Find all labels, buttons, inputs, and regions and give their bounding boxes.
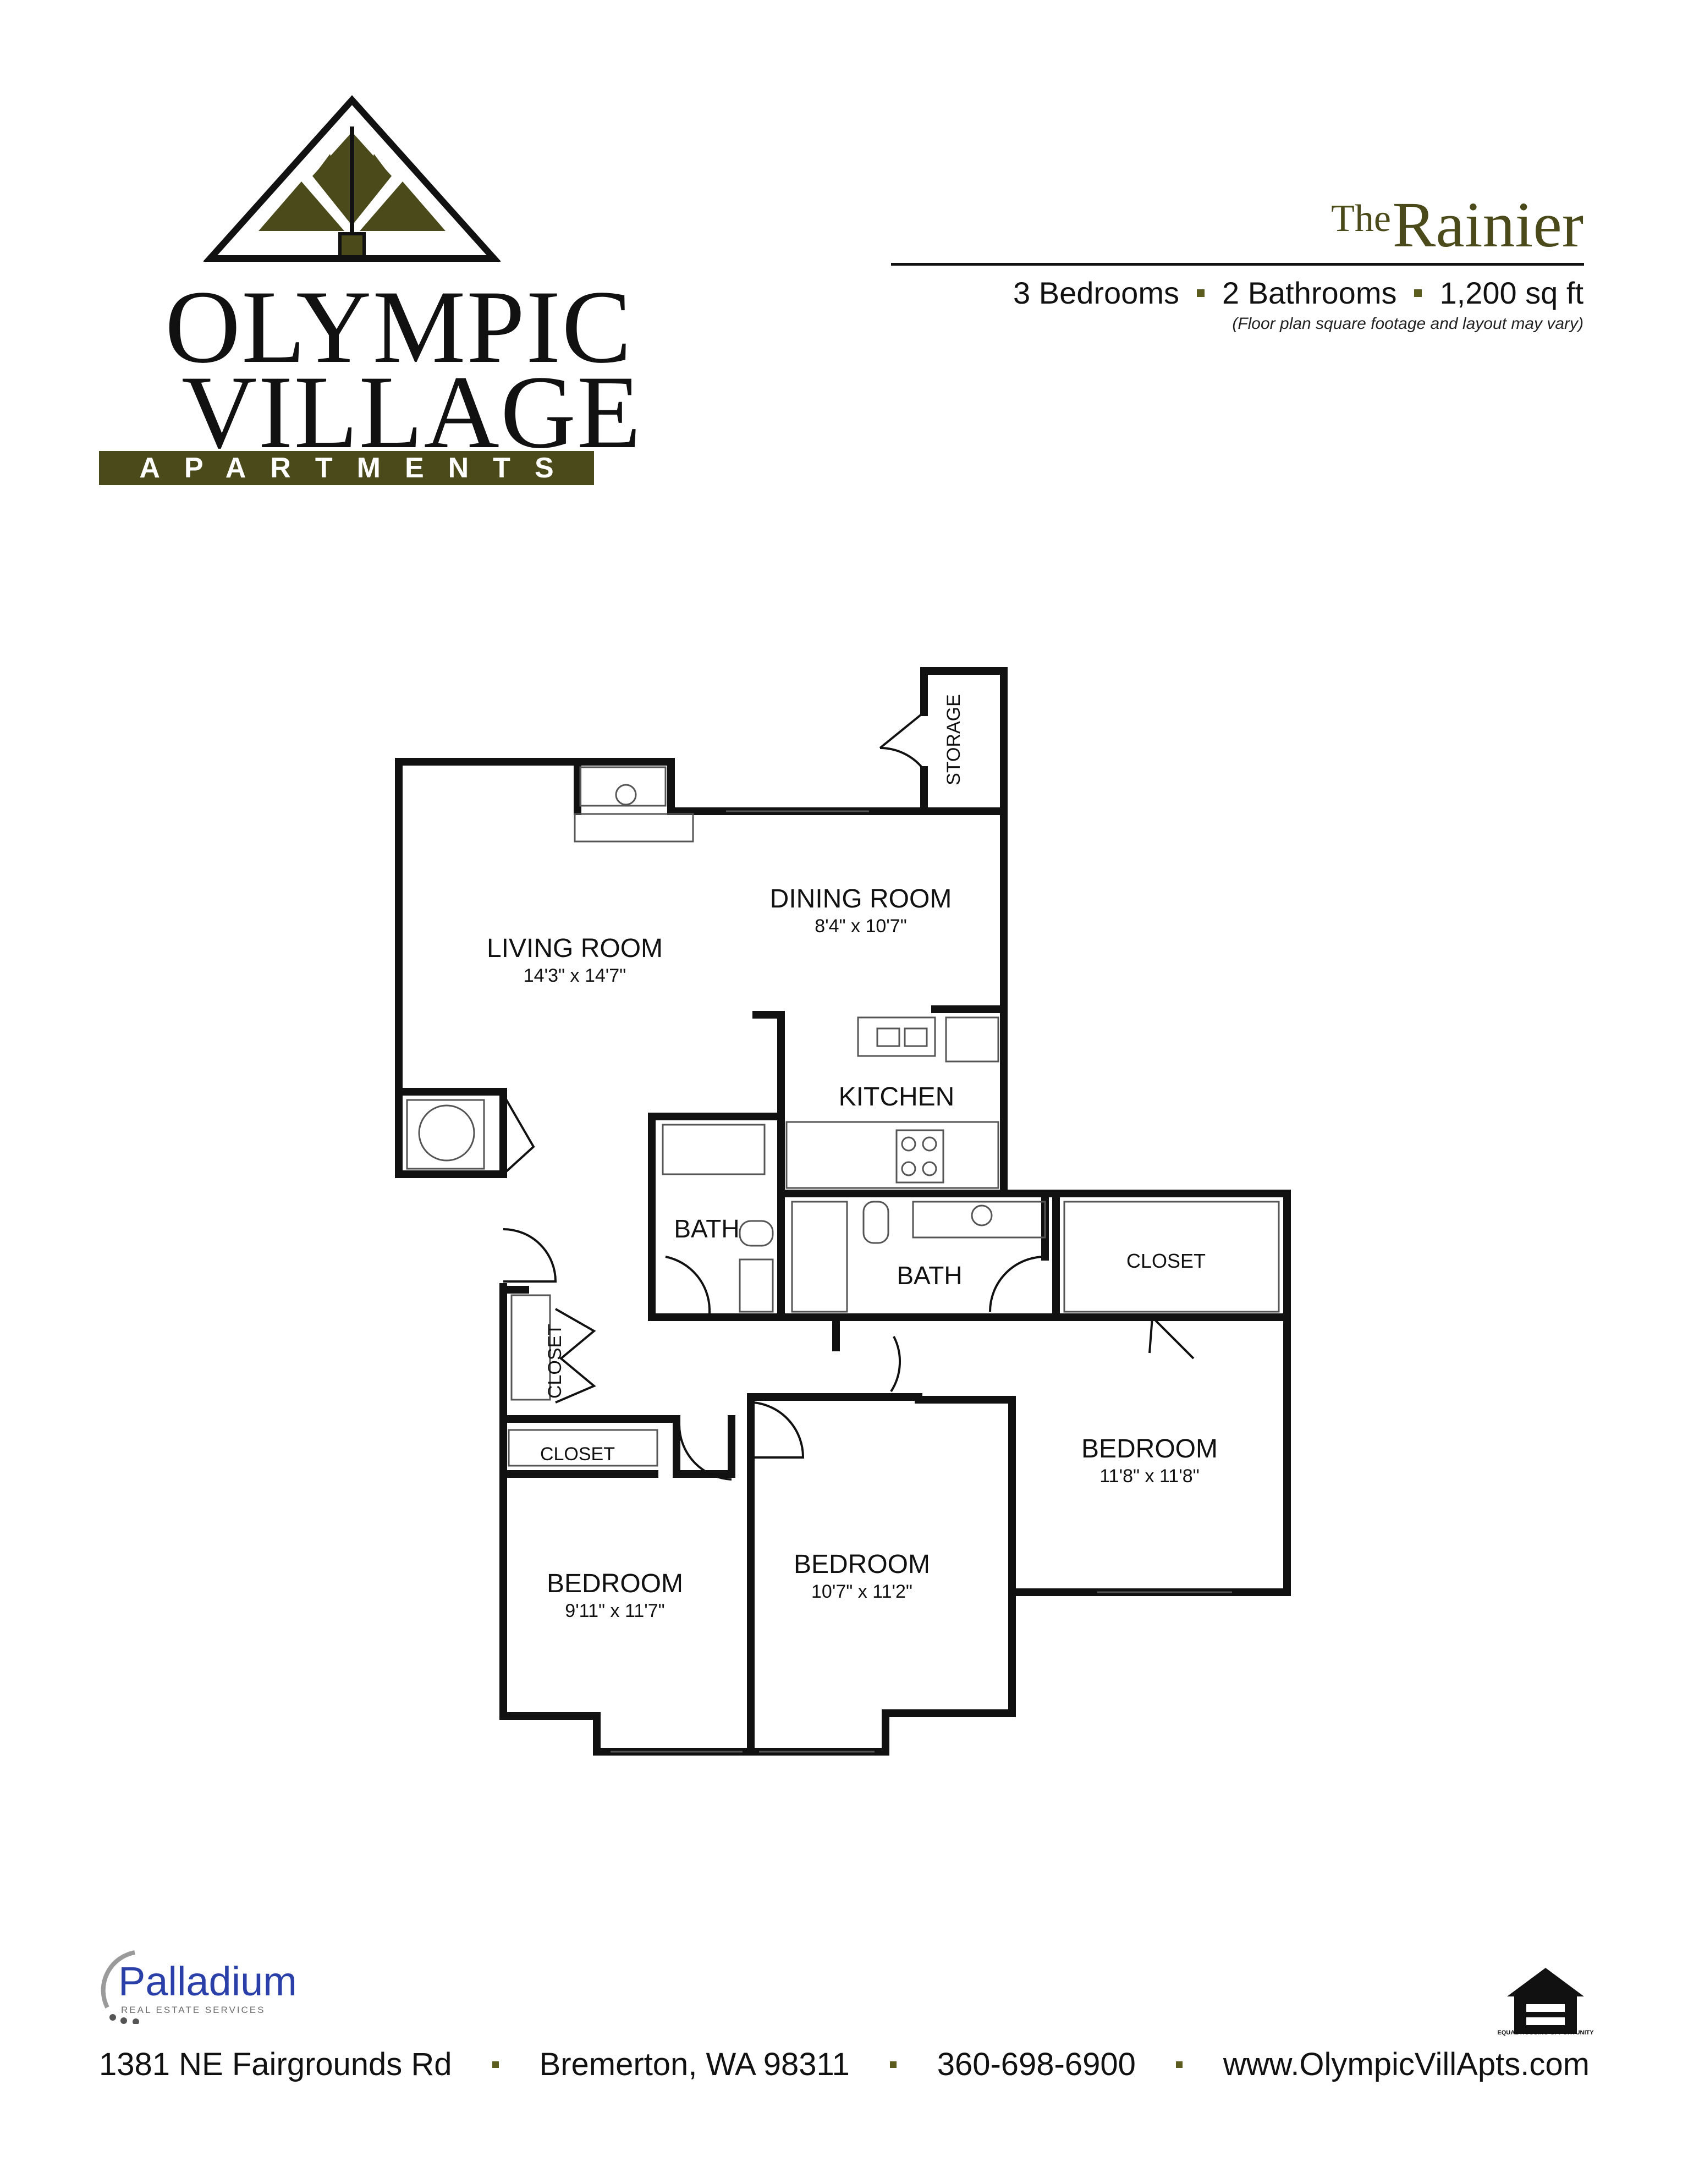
palladium-brand: Palladium — [118, 1959, 297, 2004]
footer-city: Bremerton, WA 98311 — [539, 2047, 850, 2082]
bullet-icon — [1176, 2061, 1183, 2068]
room-living-label: LIVING ROOM — [487, 934, 663, 963]
room-bedroom1-label: BEDROOM — [547, 1569, 683, 1598]
equal-housing-icon — [1507, 1968, 1584, 2034]
room-dining-dims: 8'4" x 10'7" — [815, 916, 907, 937]
logo-band-apartments: APARTMENTS — [99, 451, 594, 485]
unit-specs: 3 Bedrooms 2 Bathrooms 1,200 sq ft — [1013, 275, 1583, 311]
title-divider — [891, 263, 1584, 266]
closet-bed3-label: CLOSET — [1126, 1250, 1206, 1272]
bullet-icon — [1414, 289, 1422, 297]
bullet-icon — [1196, 289, 1205, 297]
footer-website[interactable]: www.OlympicVillApts.com — [1223, 2047, 1590, 2082]
room-bedroom1-dims: 9'11" x 11'7" — [565, 1600, 664, 1621]
spec-disclaimer: (Floor plan square footage and layout ma… — [1232, 315, 1583, 333]
palladium-subtitle: REAL ESTATE SERVICES — [121, 2005, 266, 2015]
room-bedroom2-dims: 10'7" x 11'2" — [811, 1581, 912, 1602]
footer-address: 1381 NE Fairgrounds Rd — [99, 2047, 452, 2082]
wall — [395, 758, 1008, 1178]
palladium-logo-icon — [101, 1950, 139, 2024]
room-bedroom2-label: BEDROOM — [794, 1550, 930, 1579]
spec-bedrooms: 3 Bedrooms — [1013, 276, 1179, 310]
room-living-dims: 14'3" x 14'7" — [524, 965, 626, 986]
logo-line-village: VILLAGE — [182, 355, 642, 470]
room-bedroom3-label: BEDROOM — [1081, 1434, 1218, 1464]
bullet-icon — [492, 2061, 499, 2068]
closet-hall-label: CLOSET — [545, 1324, 565, 1399]
footer-phone[interactable]: 360-698-6900 — [937, 2047, 1136, 2082]
logo-line-olympic: OLYMPIC — [165, 269, 633, 385]
room-bath2-label: BATH — [897, 1261, 962, 1290]
bullet-icon — [890, 2061, 897, 2068]
contact-footer: 1381 NE Fairgrounds Rd Bremerton, WA 983… — [99, 2046, 1590, 2083]
spec-area: 1,200 sq ft — [1439, 276, 1583, 310]
plan-title: Rainier — [1392, 189, 1583, 261]
spec-bathrooms: 2 Bathrooms — [1222, 276, 1397, 310]
wall — [920, 667, 1008, 1197]
room-dining-label: DINING ROOM — [770, 884, 952, 914]
room-bedroom3-dims: 11'8" x 11'8" — [1099, 1466, 1199, 1487]
equal-housing-text: EQUAL HOUSING OPPORTUNITY — [1497, 2029, 1594, 2036]
room-storage-label: STORAGE — [943, 694, 964, 785]
title-prefix: The — [1331, 197, 1391, 240]
room-bath1-label: BATH — [674, 1214, 739, 1243]
room-kitchen-label: KITCHEN — [839, 1082, 955, 1112]
closet-bed1-label: CLOSET — [540, 1444, 615, 1465]
wall — [752, 1011, 785, 1118]
olympic-village-logo-icon — [204, 95, 501, 262]
wall — [499, 1415, 680, 1478]
